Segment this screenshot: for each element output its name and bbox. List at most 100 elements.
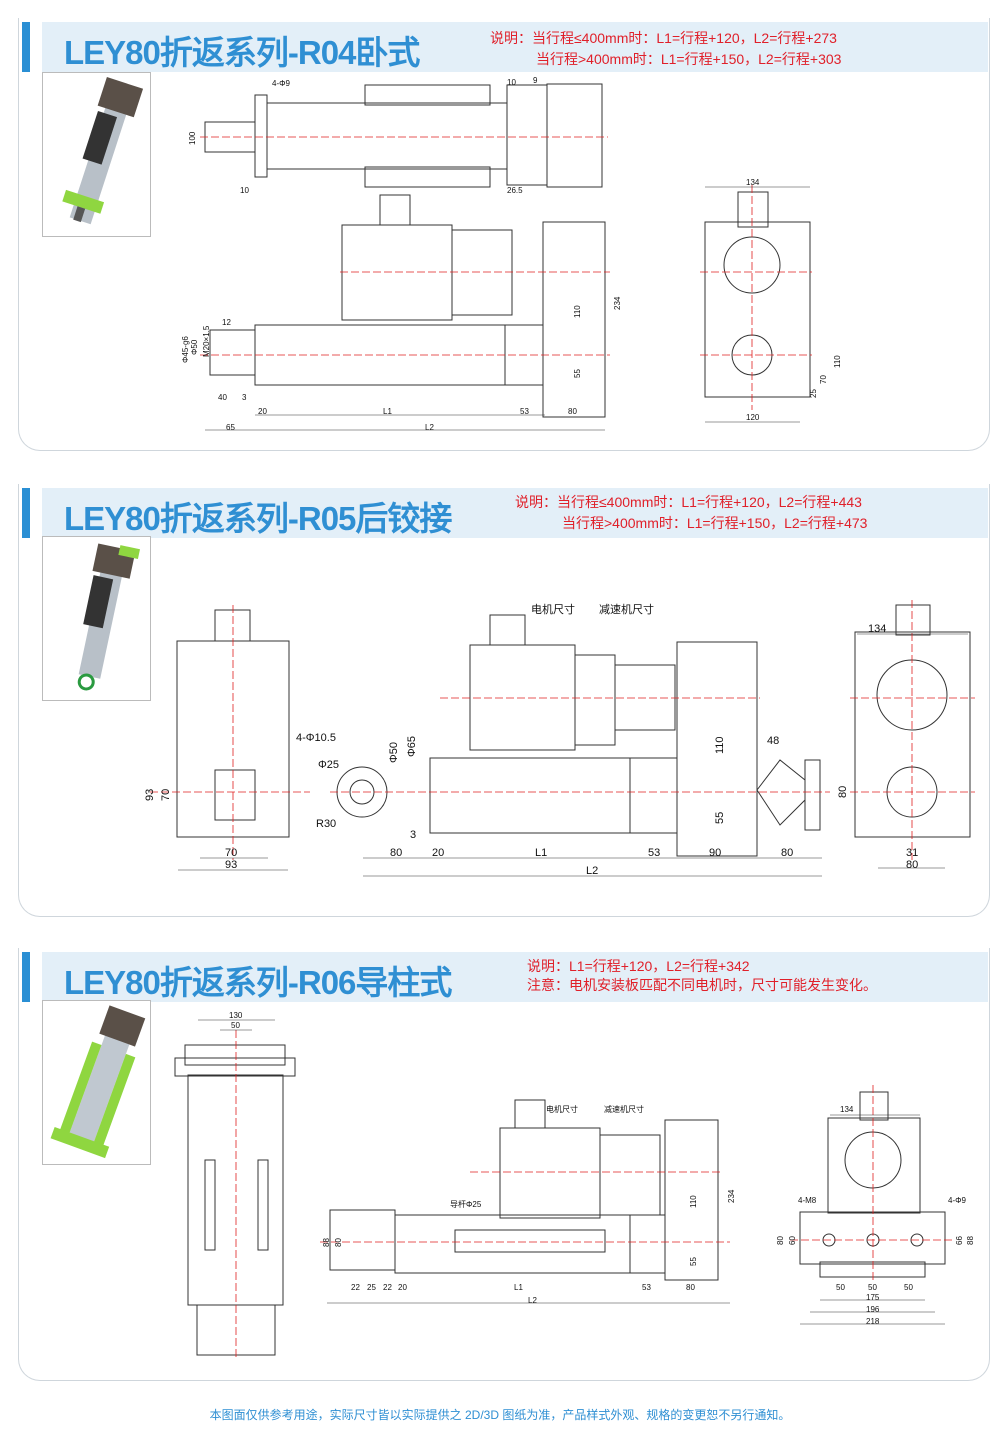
dim-label: 50 — [868, 1283, 877, 1292]
r06-drawing: 130 50 电机尺寸 减速机尺寸 导杆Φ25 88 80 22 25 22 2… — [174, 1011, 975, 1360]
dim-label: 80 — [568, 407, 577, 416]
dim-label: 电机尺寸 — [546, 1104, 578, 1114]
header-accent — [22, 488, 30, 538]
dim-label: M20×1.5 — [202, 325, 211, 357]
header-accent — [22, 22, 30, 72]
dim-label: 22 — [351, 1283, 360, 1292]
dim-label: Φ25 — [318, 759, 339, 771]
dim-label: 55 — [689, 1257, 698, 1266]
dim-label: 88 — [966, 1236, 975, 1245]
section-r05-header: LEY80折返系列-R05后铰接 说明：当行程≤400mm时：L1=行程+120… — [22, 488, 988, 538]
dim-label: 93 — [225, 859, 237, 871]
dim-label: 130 — [229, 1011, 243, 1020]
dim-label: 80 — [334, 1238, 343, 1247]
dim-label: L1 — [514, 1283, 523, 1292]
dim-label: Φ50 — [388, 742, 400, 763]
dim-label: L2 — [586, 865, 598, 877]
dim-label: 88 — [322, 1238, 331, 1247]
dim-label: L1 — [383, 407, 392, 416]
dim-label: 70 — [819, 375, 828, 384]
dim-label: 导杆Φ25 — [450, 1199, 482, 1209]
dim-label: 4-Φ10.5 — [296, 732, 336, 744]
dim-label: 48 — [767, 735, 779, 747]
dim-label: 218 — [866, 1317, 880, 1326]
dim-label: 40 — [218, 393, 227, 402]
dim-label: 3 — [242, 393, 247, 402]
dim-label: 22 — [383, 1283, 392, 1292]
dim-label: 3 — [410, 829, 416, 841]
section-r06-panel — [18, 948, 990, 1381]
dim-label: L2 — [425, 423, 434, 432]
dim-label: 53 — [642, 1283, 651, 1292]
dim-label: 20 — [398, 1283, 407, 1292]
dim-label: Φ65 — [406, 736, 418, 757]
dim-label: 55 — [573, 369, 582, 378]
dim-label: Φ45-g6 — [181, 336, 190, 363]
product-thumbnail — [42, 1000, 151, 1165]
dim-label: 4-Φ9 — [272, 79, 290, 88]
product-thumbnail — [42, 536, 151, 701]
section-note: 说明：当行程≤400mm时：L1=行程+120，L2=行程+443 — [515, 494, 862, 510]
dim-label: 53 — [520, 407, 529, 416]
dim-label: 175 — [866, 1293, 880, 1302]
dim-label: 50 — [231, 1021, 240, 1030]
section-r05-panel — [18, 484, 990, 917]
dim-label: 50 — [836, 1283, 845, 1292]
dim-label: 134 — [746, 178, 760, 187]
dim-label: 196 — [866, 1305, 880, 1314]
dim-label: 26.5 — [507, 186, 523, 195]
section-note: 当行程>400mm时：L1=行程+150，L2=行程+473 — [562, 515, 868, 531]
dim-label: 减速机尺寸 — [604, 1104, 644, 1114]
dim-label: 100 — [188, 131, 197, 145]
section-title: LEY80折返系列-R04卧式 — [64, 34, 420, 71]
dim-label: 80 — [390, 847, 402, 859]
disclaimer-footer: 本图面仅供参考用途，实际尺寸皆以实际提供之 2D/3D 图纸为准，产品样式外观、… — [209, 1408, 791, 1422]
dim-label: L2 — [528, 1296, 537, 1305]
dim-label: 65 — [226, 423, 235, 432]
dim-label: 4-M8 — [798, 1196, 817, 1205]
dim-label: 80 — [781, 847, 793, 859]
dim-label: 电机尺寸 — [531, 602, 575, 616]
r05-drawing: 4-Φ10.5 93 70 70 93 Φ25 R30 Φ50 Φ65 3 80… — [144, 600, 975, 877]
section-note: 当行程>400mm时：L1=行程+150，L2=行程+303 — [536, 51, 842, 67]
dim-label: 80 — [686, 1283, 695, 1292]
dim-label: R30 — [316, 818, 336, 830]
section-r06-header: LEY80折返系列-R06导柱式 说明：L1=行程+120，L2=行程+342 … — [22, 952, 988, 1002]
dim-label: 25 — [367, 1283, 376, 1292]
dim-label: 20 — [258, 407, 267, 416]
dim-label: 90 — [709, 847, 721, 859]
section-note: 说明：L1=行程+120，L2=行程+342 — [527, 958, 750, 974]
dim-label: 134 — [840, 1105, 854, 1114]
section-note: 说明：当行程≤400mm时：L1=行程+120，L2=行程+273 — [490, 30, 837, 46]
dim-label: 80 — [776, 1236, 785, 1245]
dim-label: Φ50 — [190, 339, 199, 355]
section-title: LEY80折返系列-R05后铰接 — [64, 500, 452, 537]
dim-label: 134 — [868, 623, 886, 635]
section-note: 注意：电机安装板匹配不同电机时，尺寸可能发生变化。 — [527, 977, 877, 993]
r04-drawing: 4-Φ9 100 10 10 9 26.5 134 12 Φ45-g6 Φ50 … — [181, 76, 842, 432]
dim-label: 70 — [160, 789, 172, 801]
dim-label: 110 — [689, 1195, 698, 1208]
dim-label: 110 — [573, 305, 582, 318]
header-accent — [22, 952, 30, 1002]
dim-label: 70 — [225, 847, 237, 859]
dim-label: 110 — [714, 736, 726, 754]
dim-label: 110 — [833, 355, 842, 368]
product-thumbnail — [42, 72, 151, 237]
dim-label: 55 — [714, 812, 726, 824]
dim-label: 9 — [533, 76, 538, 85]
dim-label: 60 — [788, 1236, 797, 1245]
dim-label: 10 — [507, 78, 516, 87]
dim-label: 80 — [906, 859, 918, 871]
dim-label: L1 — [535, 847, 547, 859]
dim-label: 53 — [648, 847, 660, 859]
dim-label: 66 — [955, 1236, 964, 1245]
dim-label: 120 — [746, 413, 760, 422]
dim-label: 12 — [222, 318, 231, 327]
dim-label: 25 — [809, 389, 818, 398]
dim-label: 10 — [240, 186, 249, 195]
section-r04-panel — [18, 18, 990, 451]
dim-label: 50 — [904, 1283, 913, 1292]
dim-label: 4-Φ9 — [948, 1196, 966, 1205]
section-r04-header: LEY80折返系列-R04卧式 说明：当行程≤400mm时：L1=行程+120，… — [22, 22, 988, 72]
